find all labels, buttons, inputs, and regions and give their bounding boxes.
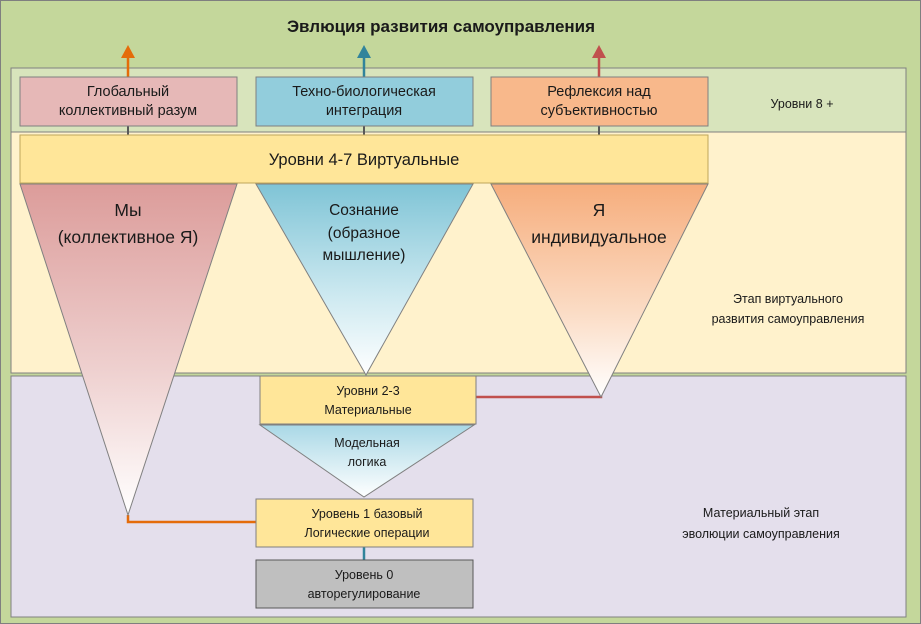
box-global-mind: Глобальный коллективный разум bbox=[19, 76, 238, 127]
box-reflex-line2: субъективностью bbox=[541, 103, 658, 119]
box-global-line1: Глобальный bbox=[87, 84, 169, 100]
cone-we-line2: (коллективное Я) bbox=[58, 227, 199, 247]
zone-material-line1: Материальный этап bbox=[703, 506, 819, 520]
link-we-to-level1 bbox=[126, 515, 256, 524]
l1-line2: Логические операции bbox=[305, 526, 430, 540]
zone-upper-label: Уровни 8 + bbox=[770, 97, 833, 111]
diagram-title: Эвлюция развития самоуправления bbox=[287, 17, 595, 36]
arrow-up-red-icon bbox=[592, 45, 606, 77]
model-line2: логика bbox=[348, 455, 387, 469]
model-logic-cone: Модельная логика bbox=[258, 424, 476, 498]
cone-consciousness-line1: Сознание bbox=[329, 202, 399, 219]
zone-material-line2: эволюции самоуправления bbox=[682, 527, 840, 541]
l23-line1: Уровни 2-3 bbox=[336, 384, 399, 398]
l0-line2: авторегулирование bbox=[308, 587, 421, 601]
l0-line1: Уровень 0 bbox=[335, 568, 394, 582]
cone-individual: Я индивидуальное bbox=[490, 183, 709, 399]
arrow-up-teal-icon bbox=[357, 45, 371, 77]
box-techno-bio: Техно-биологическая интеграция bbox=[255, 76, 474, 127]
cone-we-collective: Мы (коллективное Я) bbox=[19, 183, 238, 517]
box-level-0: Уровень 0 авторегулирование bbox=[255, 559, 474, 609]
box-levels-2-3: Уровни 2-3 Материальные bbox=[259, 375, 477, 425]
box-level-1: Уровень 1 базовый Логические операции bbox=[255, 498, 474, 548]
zone-virtual-line2: развития самоуправления bbox=[712, 312, 865, 326]
box-global-line2: коллективный разум bbox=[59, 103, 197, 119]
band-label: Уровни 4-7 Виртуальные bbox=[269, 151, 460, 169]
model-line1: Модельная bbox=[334, 436, 400, 450]
arrow-up-orange-icon bbox=[121, 45, 135, 77]
zone-virtual-line1: Этап виртуального bbox=[733, 292, 843, 306]
l23-line2: Материальные bbox=[324, 403, 411, 417]
box-reflex-line1: Рефлексия над bbox=[547, 84, 651, 100]
box-techno-line2: интеграция bbox=[326, 103, 402, 119]
cone-consciousness-line2: (образное bbox=[328, 225, 401, 242]
cone-consciousness-line3: мышление) bbox=[323, 247, 406, 264]
cone-individual-line2: индивидуальное bbox=[531, 227, 666, 247]
cone-consciousness: Сознание (образное мышление) bbox=[255, 183, 474, 377]
l1-line1: Уровень 1 базовый bbox=[312, 507, 423, 521]
virtual-levels-band: Уровни 4-7 Виртуальные bbox=[19, 134, 709, 184]
box-techno-line1: Техно-биологическая bbox=[292, 84, 436, 100]
cone-we-line1: Мы bbox=[114, 200, 141, 220]
box-reflexion: Рефлексия над субъективностью bbox=[490, 76, 709, 127]
cone-individual-line1: Я bbox=[593, 200, 606, 220]
